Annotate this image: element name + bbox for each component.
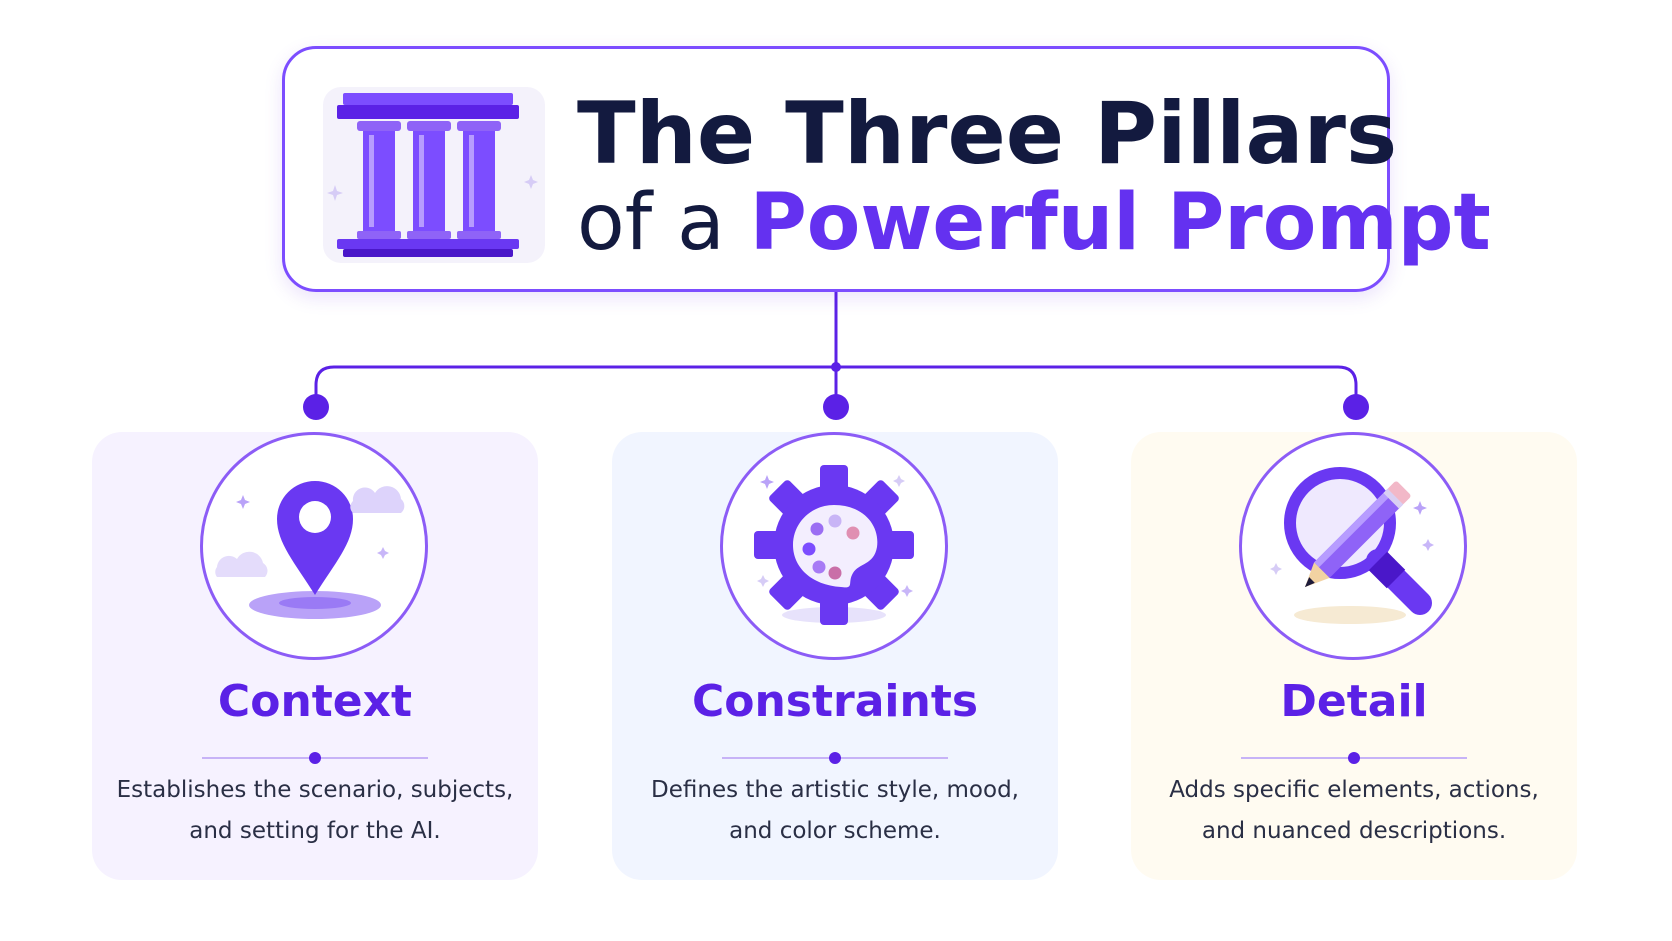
card-description: Defines the artistic style, mood, and co…	[651, 777, 1019, 844]
card-description: Adds specific elements, actions, and nua…	[1169, 777, 1539, 844]
connector-dot-detail	[1343, 394, 1369, 420]
card-title: Constraints	[691, 676, 979, 727]
card-title: Context	[217, 676, 413, 727]
pillars-icon	[327, 93, 538, 257]
connector-dot-context	[303, 394, 329, 420]
title-line-2-lead: of a	[577, 178, 725, 268]
pillars-illustration	[323, 87, 545, 263]
gear-palette-icon	[754, 465, 914, 625]
pillar-card-constraints: Constraints Defines the artistic style, …	[612, 432, 1058, 880]
location-pin-icon	[215, 481, 405, 619]
detail-icon-circle	[1239, 432, 1467, 660]
context-icon-circle	[200, 432, 428, 660]
title-line-1: The Three Pillars	[577, 84, 1398, 184]
connector-dot-constraints	[823, 394, 849, 420]
card-divider	[1241, 752, 1467, 764]
title-card: The Three Pillars of a Powerful Prompt	[282, 46, 1491, 292]
constraints-icon-circle	[720, 432, 948, 660]
pillar-card-detail: Detail Adds specific elements, actions, …	[1131, 432, 1577, 880]
title-line-2: of a Powerful Prompt	[577, 178, 1491, 268]
pillar-card-context: Context Establishes the scenario, subjec…	[92, 432, 538, 880]
title-line-2-accent: Powerful Prompt	[749, 178, 1491, 268]
card-divider	[202, 752, 428, 764]
card-description: Establishes the scenario, subjects, and …	[116, 777, 514, 844]
card-divider	[722, 752, 948, 764]
magnifier-pencil-icon	[1270, 467, 1434, 624]
card-title: Detail	[1280, 676, 1428, 727]
